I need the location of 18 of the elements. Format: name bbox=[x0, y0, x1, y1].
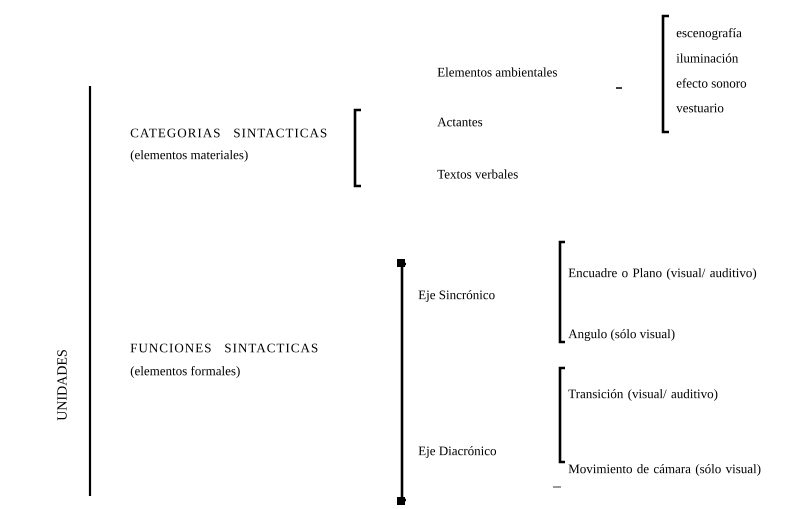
item-text: Actantes bbox=[437, 118, 482, 126]
item-text: iluminación bbox=[676, 53, 738, 63]
item-text: Elementos ambientales bbox=[438, 67, 557, 77]
item-text: Movimiento de cámara (sólo visual) bbox=[568, 464, 760, 476]
item-text: Encuadre o Plano (visual/ auditivo) bbox=[568, 268, 756, 280]
heading-text: UNIDADES bbox=[57, 350, 67, 420]
item-text: efecto sonoro bbox=[676, 78, 746, 88]
subheading-text: (elementos materiales) bbox=[130, 150, 248, 162]
item-text: escenografía bbox=[676, 28, 742, 40]
item-text: Textos verbales bbox=[437, 169, 518, 179]
item-text: Transición (visual/ auditivo) bbox=[568, 389, 718, 401]
category-heading: FUNCIONES SINTACTICAS bbox=[130, 344, 318, 352]
item-text: vestuario bbox=[676, 104, 724, 112]
subheading-text: (elementos formales) bbox=[130, 366, 240, 378]
item-text: Angulo (sólo visual) bbox=[568, 329, 675, 341]
item-text: Eje Sincrónico bbox=[418, 290, 495, 302]
item-text: Eje Diacrónico bbox=[418, 446, 496, 458]
category-heading: CATEGORIAS SINTACTICAS bbox=[130, 128, 326, 138]
